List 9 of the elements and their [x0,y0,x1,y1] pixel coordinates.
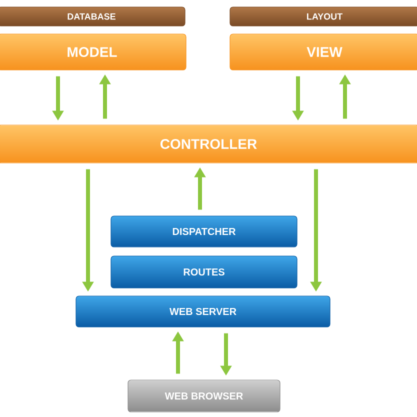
component-box: DISPATCHER [110,216,298,248]
component-box: ROUTES [110,256,298,288]
client-box: WEB BROWSER [128,380,280,412]
layer-box: VIEW [230,34,417,70]
header-bar: LAYOUT [230,6,417,26]
layer-box: CONTROLLER [0,124,417,164]
header-bar: DATABASE [0,6,186,26]
layer-box: MODEL [0,34,186,70]
component-box: WEB SERVER [76,296,330,328]
